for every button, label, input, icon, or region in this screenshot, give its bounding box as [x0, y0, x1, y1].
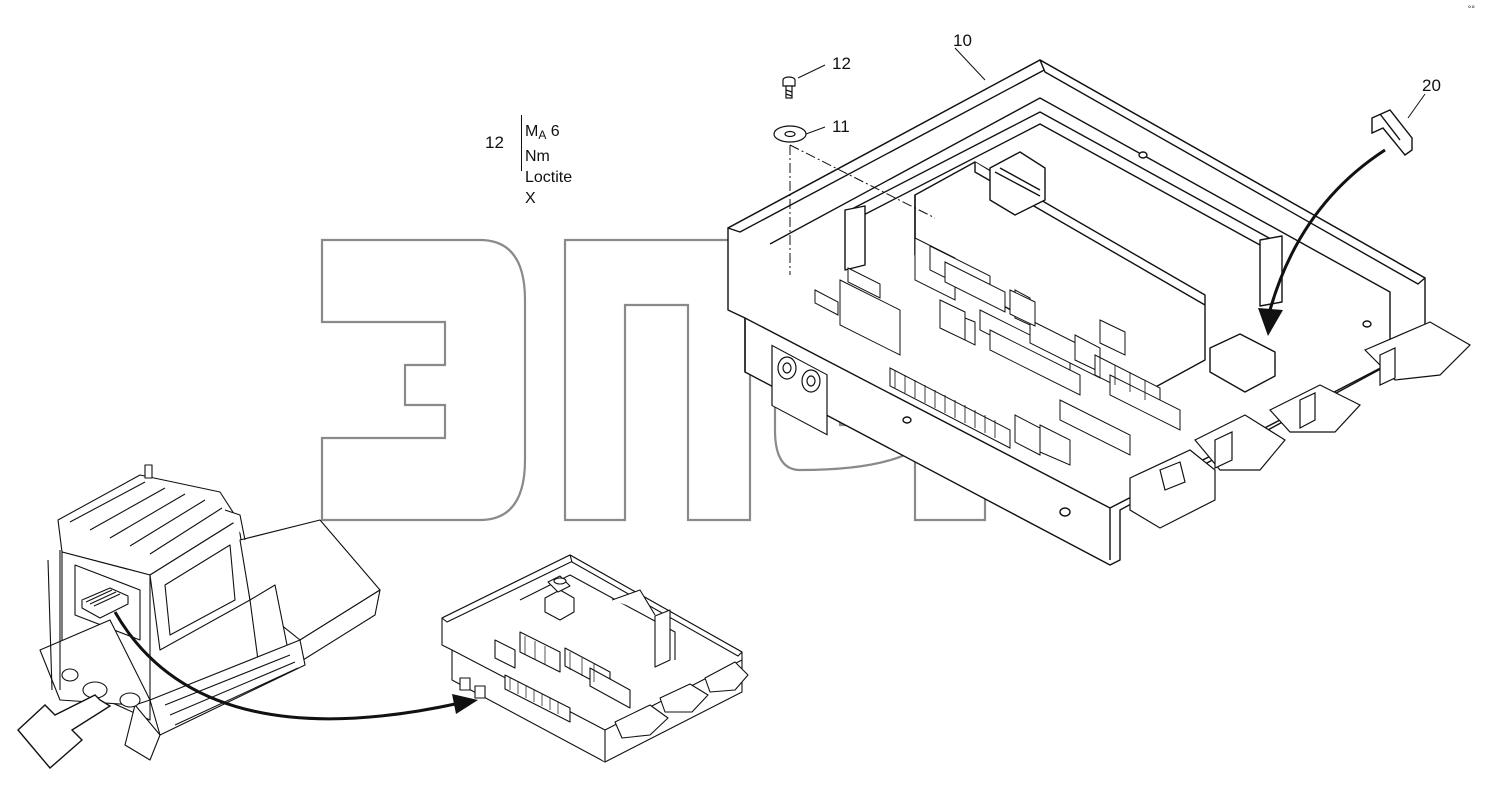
- leader-lines: [797, 47, 1426, 135]
- terminal-hatching: [894, 357, 1146, 438]
- spec-divider: [521, 115, 522, 171]
- callout-12: 12: [832, 54, 851, 73]
- callout-11: 11: [832, 117, 850, 136]
- screw-12: [782, 76, 796, 99]
- detail-terminal-hatching: [509, 636, 595, 714]
- callout-10: 10: [953, 31, 972, 50]
- cover-20: [1371, 109, 1413, 156]
- insert-arrow: [1268, 148, 1386, 311]
- control-box-detail: [441, 554, 749, 763]
- spec-item-number: 12: [485, 133, 504, 152]
- control-box-main: [727, 59, 1426, 566]
- paver-machine: [39, 464, 381, 761]
- corner-mark: °°: [1467, 4, 1475, 14]
- adhesive-spec: Loctite X: [525, 169, 573, 207]
- insert-arrowhead: [1258, 308, 1283, 336]
- assembly-axis: [789, 144, 936, 275]
- washer-11: [773, 125, 807, 143]
- torque-value: MA 6 Nm: [525, 123, 560, 165]
- relay-terminals: [814, 237, 1181, 466]
- location-arrow: [17, 694, 112, 769]
- front-connectors: [771, 321, 1471, 529]
- callout-20: 20: [1422, 76, 1441, 95]
- detail-arrow: [113, 611, 461, 721]
- detail-arrowhead: [452, 694, 478, 714]
